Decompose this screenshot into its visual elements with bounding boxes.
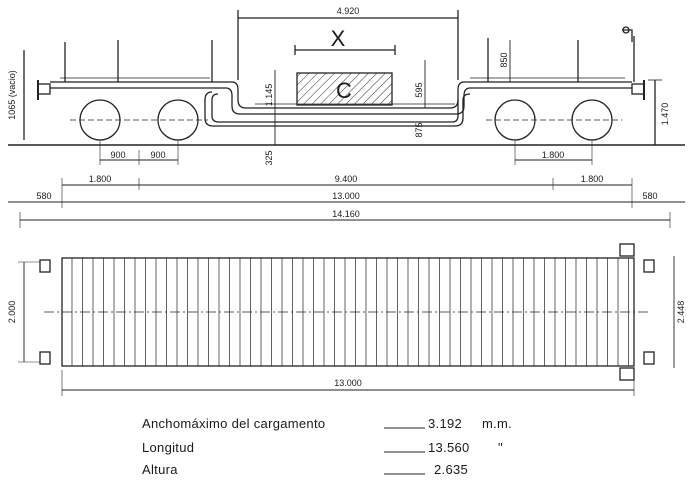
dim-height-850: 850 bbox=[499, 52, 509, 67]
dim-overhang-right: 580 bbox=[642, 191, 657, 201]
dim-bogie-900-a: 900 bbox=[110, 150, 125, 160]
dim-span-1800-right: 1.800 bbox=[581, 174, 604, 184]
dim-overhang-left: 580 bbox=[36, 191, 51, 201]
dim-height-875: 875 bbox=[414, 122, 424, 137]
plan-view bbox=[18, 243, 675, 475]
dim-span-9400: 9.400 bbox=[335, 174, 358, 184]
dim-top-span: 4.920 bbox=[337, 6, 360, 16]
spec-unit-length: " bbox=[498, 440, 503, 455]
dim-width-2448: 2.448 bbox=[676, 301, 686, 324]
dim-width-2000: 2.000 bbox=[7, 301, 17, 324]
spec-label-height: Altura bbox=[142, 462, 178, 477]
spec-label-length: Longitud bbox=[142, 440, 194, 455]
spec-value-height: 2.635 bbox=[434, 462, 468, 477]
dim-height-325: 325 bbox=[264, 150, 274, 165]
dim-height-empty: 1065 (vacio) bbox=[7, 70, 17, 120]
spec-unit-max-width: m.m. bbox=[482, 416, 512, 431]
spec-value-length: 13.560 bbox=[428, 440, 470, 455]
dim-span-1800-left: 1.800 bbox=[89, 174, 112, 184]
dim-length-13000: 13.000 bbox=[332, 191, 360, 201]
side-view bbox=[8, 10, 685, 228]
dim-plan-length-13000: 13.000 bbox=[334, 378, 362, 388]
dim-bogie-1800-right: 1.800 bbox=[542, 150, 565, 160]
dim-height-1145: 1.145 bbox=[264, 84, 274, 107]
spec-value-max-width: 3.192 bbox=[428, 416, 462, 431]
dim-height-1470: 1.470 bbox=[660, 103, 670, 126]
dim-bogie-900-b: 900 bbox=[150, 150, 165, 160]
dim-height-595: 595 bbox=[414, 82, 424, 97]
spec-label-max-width: Anchomáximo del cargamento bbox=[142, 416, 325, 431]
dim-length-14160: 14.160 bbox=[332, 209, 360, 219]
load-label: C bbox=[336, 78, 352, 103]
load-marker: X bbox=[331, 26, 346, 51]
